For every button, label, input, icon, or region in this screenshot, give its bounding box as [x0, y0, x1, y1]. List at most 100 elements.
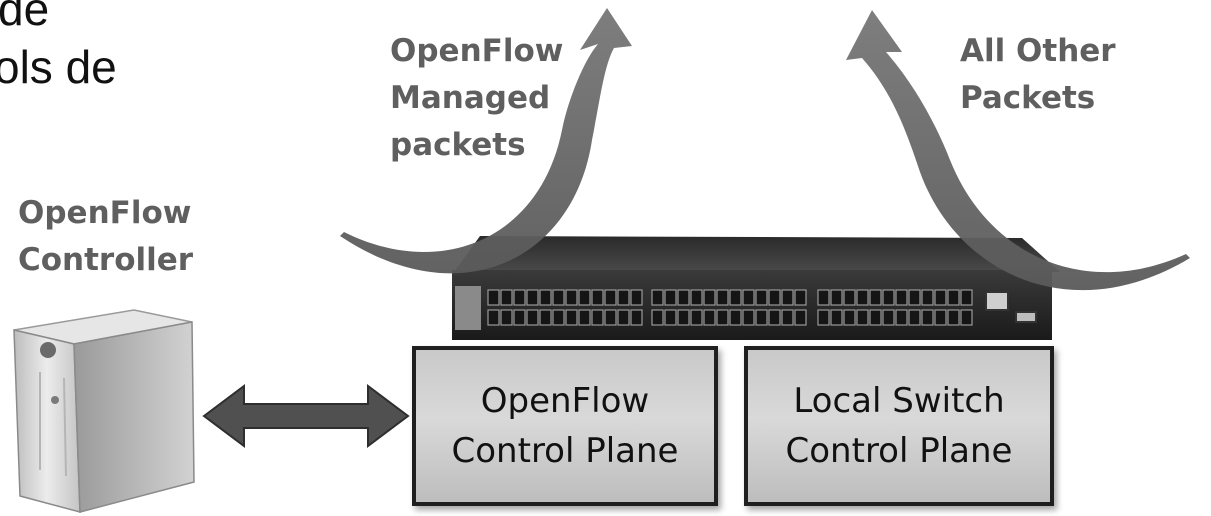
sfp-port	[843, 309, 856, 326]
vent-line	[63, 377, 67, 477]
sfp-port	[895, 289, 908, 306]
sfp-port	[830, 289, 843, 306]
sfp-port	[856, 289, 869, 306]
tower-side	[73, 321, 195, 513]
sfp-port	[552, 289, 565, 306]
sfp-port	[934, 289, 947, 306]
other-label-line-1: All Other	[960, 33, 1116, 69]
status-light	[51, 396, 59, 404]
sfp-port	[664, 289, 677, 306]
sfp-port	[617, 309, 630, 326]
sfp-port	[677, 309, 690, 326]
sfp-port	[703, 309, 716, 326]
sfp-port	[500, 289, 513, 306]
sfp-port	[843, 289, 856, 306]
local-plane-line-1: Local Switch	[793, 381, 1005, 421]
sfp-port	[677, 289, 690, 306]
sfp-port	[742, 289, 755, 306]
sfp-port	[947, 309, 960, 326]
switch-ports	[487, 289, 973, 326]
sfp-port	[869, 289, 882, 306]
sfp-port	[755, 289, 768, 306]
network-switch	[452, 236, 1060, 340]
sfp-port	[908, 289, 921, 306]
managed-label-line-3: packets	[390, 127, 526, 163]
power-button	[40, 342, 56, 358]
sfp-port	[578, 289, 591, 306]
sfp-port	[882, 289, 895, 306]
sfp-port	[513, 309, 526, 326]
sfp-port	[703, 289, 716, 306]
managed-packets-label: OpenFlow Managed packets	[390, 28, 563, 169]
sfp-port	[690, 289, 703, 306]
sfp-port	[487, 309, 500, 326]
sfp-port	[856, 309, 869, 326]
sfp-port	[578, 309, 591, 326]
switch-bezel	[455, 286, 481, 330]
server-tower	[13, 309, 195, 513]
openflow-plane-line-2: Control Plane	[451, 431, 679, 471]
controller-label-line-1: OpenFlow	[18, 195, 192, 231]
sfp-port	[513, 289, 526, 306]
sfp-port	[716, 309, 729, 326]
sfp-port	[500, 309, 513, 326]
sfp-port	[539, 309, 552, 326]
switch-top-panel	[454, 236, 1060, 272]
all-other-packets-label: All Other Packets	[960, 28, 1116, 122]
sfp-port	[604, 289, 617, 306]
sfp-port	[768, 289, 781, 306]
sfp-port	[651, 289, 664, 306]
sfp-port	[604, 309, 617, 326]
sfp-port	[591, 309, 604, 326]
sfp-port	[921, 289, 934, 306]
sfp-port	[817, 309, 830, 326]
bidirectional-arrow	[202, 384, 410, 448]
cut-off-text-line-2: ols de	[0, 41, 117, 93]
sfp-port	[729, 289, 742, 306]
openflow-controller-label: OpenFlow Controller	[18, 190, 193, 284]
sfp-port	[934, 309, 947, 326]
managed-label-line-1: OpenFlow	[390, 33, 564, 69]
sfp-port	[630, 289, 643, 306]
sfp-port	[487, 289, 500, 306]
local-plane-line-2: Control Plane	[785, 431, 1013, 471]
sfp-port	[960, 289, 973, 306]
cut-off-text-line-1: de	[0, 0, 50, 35]
sfp-port	[794, 289, 807, 306]
sfp-port	[617, 289, 630, 306]
managed-label-line-2: Managed	[390, 80, 551, 116]
sfp-port	[817, 289, 830, 306]
sfp-port	[794, 309, 807, 326]
sfp-port	[781, 289, 794, 306]
sfp-port	[895, 309, 908, 326]
sfp-port	[565, 309, 578, 326]
sfp-port	[690, 309, 703, 326]
sfp-port	[781, 309, 794, 326]
sfp-port	[591, 289, 604, 306]
sfp-port	[526, 309, 539, 326]
sfp-port	[729, 309, 742, 326]
sfp-port	[716, 289, 729, 306]
other-packets-arrow	[846, 10, 1190, 291]
openflow-plane-line-1: OpenFlow	[480, 381, 650, 421]
usb-port	[1015, 311, 1037, 323]
sfp-port	[565, 289, 578, 306]
sfp-port	[630, 309, 643, 326]
controller-label-line-2: Controller	[18, 242, 194, 278]
sfp-port	[960, 309, 973, 326]
sfp-port	[908, 309, 921, 326]
openflow-control-plane-box: OpenFlow Control Plane	[412, 346, 718, 506]
sfp-port	[664, 309, 677, 326]
managed-packets-arrow	[340, 8, 632, 274]
sfp-port	[755, 309, 768, 326]
local-switch-control-plane-box: Local Switch Control Plane	[744, 346, 1054, 506]
sfp-port	[651, 309, 664, 326]
sfp-port	[921, 309, 934, 326]
sfp-port	[539, 289, 552, 306]
sfp-port	[869, 309, 882, 326]
sfp-port	[882, 309, 895, 326]
sfp-port	[947, 289, 960, 306]
other-label-line-2: Packets	[960, 80, 1096, 116]
sfp-port	[742, 309, 755, 326]
